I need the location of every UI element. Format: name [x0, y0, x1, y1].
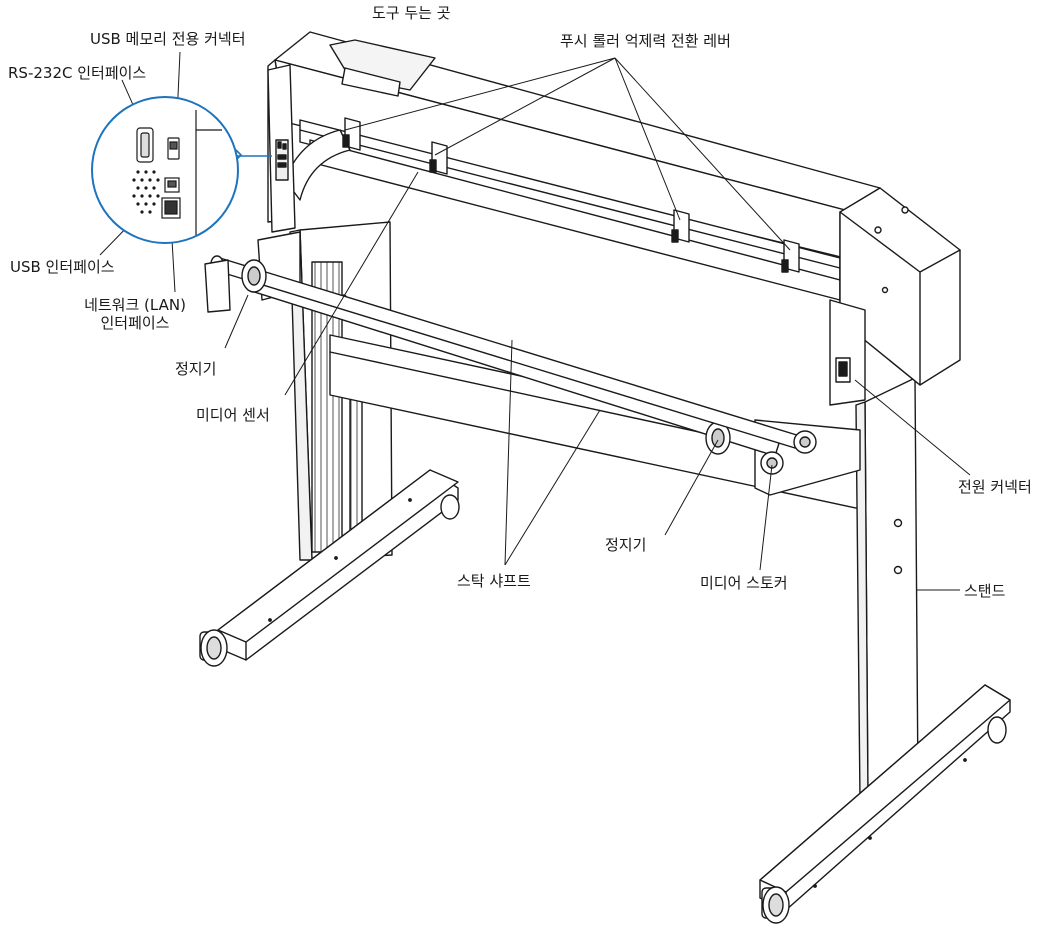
- label-rs232c-interface: RS-232C 인터페이스: [8, 64, 147, 82]
- label-stock-shaft: 스탁 샤프트: [457, 572, 531, 590]
- label-media-sensor: 미디어 센서: [196, 406, 270, 424]
- label-network-interface-line1: 네트워크 (LAN): [84, 296, 186, 314]
- label-tool-holder: 도구 두는 곳: [372, 4, 451, 22]
- push-roller-3: [671, 209, 690, 243]
- left-shaft-bracket: [204, 259, 231, 313]
- label-usb-interface: USB 인터페이스: [10, 258, 115, 276]
- label-usb-memory-connector: USB 메모리 전용 커넥터: [90, 30, 246, 48]
- label-network-interface-line2: 인터페이스: [100, 314, 170, 332]
- label-push-roller-lever: 푸시 롤러 억제력 전환 레버: [560, 32, 731, 50]
- label-network-interface: 네트워크 (LAN) 인터페이스: [55, 296, 215, 332]
- push-roller-4: [781, 239, 800, 273]
- label-power-connector: 전원 커넥터: [958, 478, 1032, 496]
- push-roller-2: [429, 141, 448, 175]
- right-stand: [759, 377, 1011, 924]
- connector-callout: [91, 96, 272, 244]
- left-stand: [199, 221, 460, 667]
- push-roller-1: [342, 117, 361, 151]
- label-stopper-right: 정지기: [605, 536, 647, 554]
- label-stand: 스탠드: [964, 582, 1006, 600]
- plotter-illustration: [199, 31, 1011, 924]
- label-stopper-left: 정지기: [175, 360, 217, 378]
- label-media-stocker: 미디어 스토커: [700, 574, 788, 592]
- plotter-body: [267, 31, 961, 406]
- leader-lines: [99, 51, 971, 591]
